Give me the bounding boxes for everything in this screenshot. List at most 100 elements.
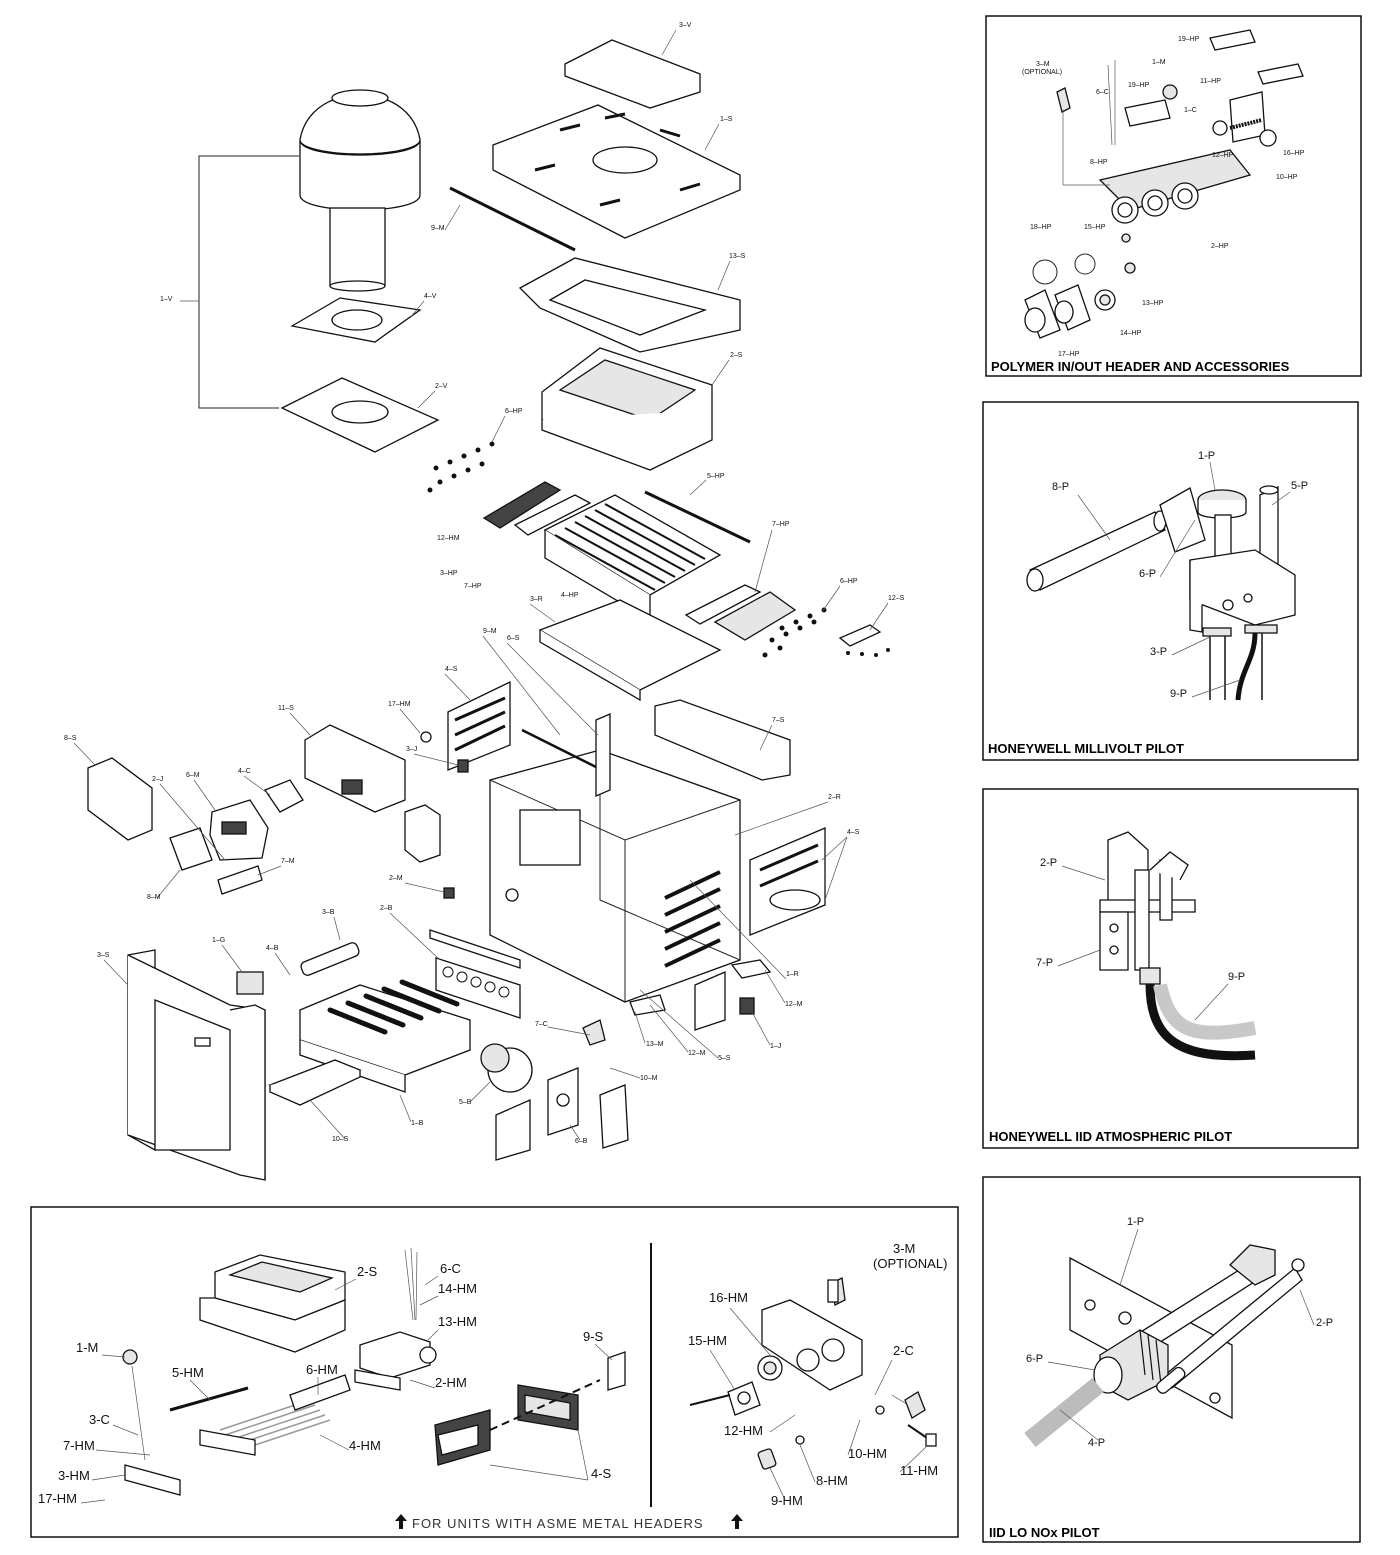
caption-iid-atmospheric-pilot: HONEYWELL IID ATMOSPHERIC PILOT — [989, 1129, 1232, 1144]
part-label: 2–J — [152, 776, 163, 783]
bracket-12s — [838, 624, 882, 647]
part-label: 10–S — [332, 1136, 349, 1143]
side-panel-4s-right — [749, 827, 826, 936]
part-label: 4–S — [445, 666, 458, 673]
part-label: 15–HP — [1084, 224, 1106, 231]
part-label: 12–HM — [437, 535, 460, 542]
part-label: 2-HM — [435, 1375, 467, 1390]
caption-iid-lo-nox-pilot: IID LO NOx PILOT — [989, 1525, 1100, 1540]
part-label: 6-P — [1026, 1353, 1043, 1365]
part-label: 3–M — [1036, 61, 1050, 68]
header-gasket-3hp — [482, 481, 562, 529]
part-label: 19–HP — [1128, 82, 1150, 89]
part-label: 3-HM — [58, 1468, 90, 1483]
part-label: 2–B — [380, 905, 393, 912]
part-label: (OPTIONAL) — [873, 1256, 947, 1271]
part-label: 9-S — [583, 1329, 604, 1344]
part-label: 4–V — [424, 293, 437, 300]
part-label: 7–M — [281, 858, 295, 865]
part-label: 2–HP — [1211, 243, 1229, 250]
part-label: 9–M — [483, 628, 497, 635]
part-label: 6-P — [1139, 568, 1156, 580]
part-label: 2-P — [1316, 1317, 1333, 1329]
asme-note: FOR UNITS WITH ASME METAL HEADERS — [395, 1514, 743, 1531]
part-label: 4-HM — [349, 1438, 381, 1453]
part-label: 2-C — [893, 1343, 914, 1358]
part-label: 11–HP — [1200, 78, 1221, 85]
part-label: 16-HM — [709, 1290, 748, 1305]
millivolt-pilot-drawing — [1026, 485, 1296, 701]
arrow-up-icon — [731, 1514, 743, 1529]
part-label: (OPTIONAL) — [1022, 69, 1062, 76]
part-label: 6-HM — [306, 1362, 338, 1377]
vent-cap-cylinder — [299, 89, 421, 292]
header-assembly-main — [713, 591, 797, 641]
part-label: 10–M — [640, 1075, 658, 1082]
part-label: 6-C — [440, 1261, 461, 1276]
part-label: 3-C — [89, 1412, 110, 1427]
part-label: 3–J — [406, 746, 417, 753]
part-label: 16–HP — [1283, 150, 1305, 157]
gas-valve-1g — [236, 971, 264, 995]
asme-headers-drawing-left — [122, 1247, 626, 1496]
part-label: 6–S — [507, 635, 520, 642]
part-label: 9-P — [1170, 688, 1187, 700]
asme-headers-drawing-right — [689, 1277, 937, 1470]
control-door-8s — [87, 757, 153, 841]
panel-iid-lo-nox-frame — [982, 1176, 1361, 1543]
part-label: 2–M — [389, 875, 403, 882]
part-label: 3–R — [530, 596, 543, 603]
part-label: 4-P — [1088, 1437, 1105, 1449]
iid-atmospheric-panel-labels: 2-P7-P9-P — [1036, 857, 1245, 983]
part-label: 8–S — [64, 735, 77, 742]
transformer-1j-cover — [694, 971, 726, 1031]
part-label: 2-P — [1040, 857, 1057, 869]
plate-7m — [217, 865, 263, 895]
part-label: 11–S — [278, 705, 294, 712]
part-label: 3-M — [893, 1241, 915, 1256]
iid-atmospheric-pilot-drawing — [1099, 831, 1257, 1061]
part-label: 7–HP — [772, 521, 790, 528]
part-label: 7–S — [772, 717, 785, 724]
part-label: 9-HM — [771, 1493, 803, 1508]
front-panel-3s — [127, 949, 266, 1181]
bracket-6s — [595, 713, 611, 797]
part-label: 7-P — [1036, 957, 1053, 969]
side-panel-4s — [447, 680, 511, 771]
part-label: 1–V — [160, 296, 173, 303]
part-label: 1–C — [1184, 107, 1197, 114]
part-label: 13–S — [729, 253, 746, 260]
part-label: 15-HM — [688, 1333, 727, 1348]
part-label: 12–HP — [1212, 152, 1234, 159]
part-label: 8–M — [147, 894, 161, 901]
part-label: 13–HP — [1142, 300, 1164, 307]
part-label: 13-HM — [438, 1314, 477, 1329]
part-label: 6–HP — [840, 578, 858, 585]
part-label: 3–B — [322, 909, 335, 916]
control-housing-11s — [304, 724, 406, 813]
part-label: 10–HP — [1276, 174, 1298, 181]
asme-note-text: FOR UNITS WITH ASME METAL HEADERS — [412, 1516, 704, 1531]
part-label: 13–M — [646, 1041, 664, 1048]
part-label: 3-P — [1150, 646, 1167, 658]
relay-1j — [739, 997, 755, 1015]
cabinet-main — [489, 749, 741, 1003]
arrow-up-icon — [395, 1514, 407, 1529]
part-label: 6–C — [1096, 89, 1109, 96]
part-label: 4–C — [238, 768, 251, 775]
part-label: 18–HP — [1030, 224, 1052, 231]
cover-8m — [169, 827, 213, 871]
part-label: 3–V — [679, 22, 692, 29]
part-label: 4–B — [266, 945, 279, 952]
part-label: 1–S — [720, 116, 733, 123]
grommet-17hm — [420, 731, 432, 743]
burner-tray-1b — [299, 979, 471, 1093]
part-label: 3–HP — [440, 570, 458, 577]
part-label: 8–HP — [1090, 159, 1108, 166]
part-label: 17–HM — [388, 701, 411, 708]
part-label: 17–HP — [1058, 351, 1080, 358]
caption-millivolt-pilot: HONEYWELL MILLIVOLT PILOT — [988, 741, 1184, 756]
